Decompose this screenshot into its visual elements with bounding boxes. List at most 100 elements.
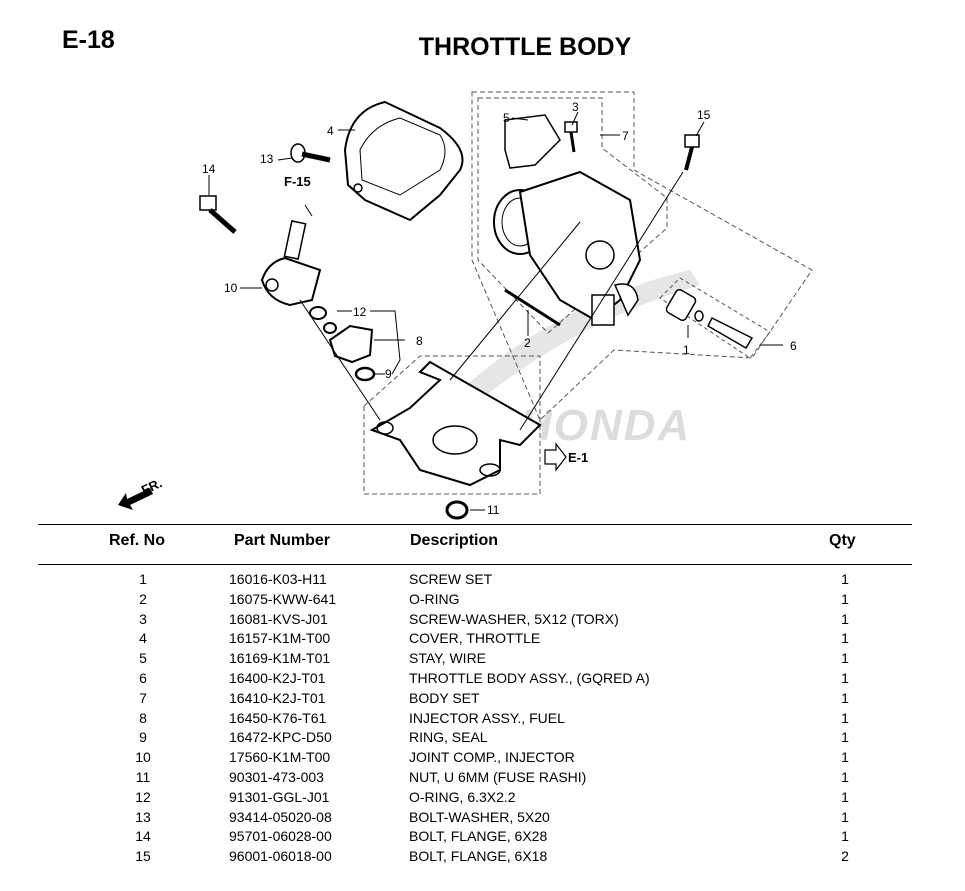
cell-part-number: 93414-05020-08 (229, 808, 332, 825)
assy-outline (471, 91, 813, 421)
cell-qty: 1 (841, 650, 849, 667)
callout-1: 1 (683, 343, 690, 357)
cell-qty: 1 (841, 768, 849, 785)
cell-qty: 1 (841, 808, 849, 825)
cell-qty: 1 (841, 749, 849, 766)
page-code: E-18 (62, 26, 115, 54)
cell-part-number: 17560-K1M-T00 (229, 749, 331, 766)
cell-part-number: 95701-06028-00 (229, 828, 332, 845)
seal-ring (354, 366, 376, 382)
cell-description: INJECTOR ASSY., FUEL (409, 709, 565, 726)
callout-13: 13 (260, 152, 274, 166)
col-header-qty: Qty (829, 532, 856, 549)
cell-description: BOLT, FLANGE, 6X18 (409, 848, 548, 865)
ref-e1: E-1 (568, 450, 588, 465)
insulator (369, 360, 542, 487)
cell-part-number: 16016-K03-H11 (229, 571, 327, 587)
front-arrow-icon (118, 488, 153, 510)
cell-qty: 1 (841, 630, 849, 647)
cell-ref: 7 (139, 689, 147, 706)
watermark-wing (455, 270, 700, 400)
cell-part-number: 16450-K76-T61 (229, 709, 327, 726)
callout-3: 3 (572, 100, 579, 114)
cell-ref: 3 (139, 610, 147, 627)
cell-part-number: 16169-K1M-T01 (229, 650, 331, 667)
cell-ref: 8 (139, 709, 147, 726)
cell-part-number: 16410-K2J-T01 (229, 689, 326, 706)
table-row: 2 16075-KWW-641 O-RING 1 (0, 591, 965, 611)
cell-part-number: 16075-KWW-641 (229, 590, 337, 607)
col-header-part: Part Number (234, 532, 331, 549)
parts-diagram: HONDA (118, 91, 813, 520)
cell-qty: 2 (841, 848, 849, 865)
cell-qty: 1 (841, 669, 849, 686)
callout-14: 14 (202, 162, 216, 176)
cell-ref: 12 (135, 788, 151, 805)
table-row: 4 16157-K1M-T00 COVER, THROTTLE 1 (0, 630, 965, 650)
cell-ref: 5 (139, 650, 147, 667)
callout-10: 10 (224, 281, 238, 295)
table-row: 9 16472-KPC-D50 RING, SEAL 1 (0, 729, 965, 749)
cell-ref: 4 (139, 630, 147, 647)
cell-qty: 1 (841, 590, 849, 607)
callout-5: 5 (503, 111, 510, 125)
cell-description: NUT, U 6MM (FUSE RASHI) (409, 768, 587, 785)
cell-description: COVER, THROTTLE (409, 630, 541, 647)
cell-ref: 13 (135, 808, 151, 825)
cell-description: SCREW SET (409, 571, 493, 587)
nut-11 (445, 500, 469, 520)
callout-4: 4 (327, 124, 334, 138)
cell-part-number: 90301-473-003 (229, 768, 324, 785)
cell-ref: 2 (139, 590, 147, 607)
cell-description: BODY SET (409, 689, 480, 706)
callout-6: 6 (790, 339, 797, 353)
table-header-rule (38, 564, 912, 565)
callout-9: 9 (385, 367, 392, 381)
table-top-rule (38, 524, 912, 525)
callout-11: 11 (487, 503, 500, 517)
callout-12: 12 (353, 305, 367, 319)
cell-qty: 1 (841, 828, 849, 845)
table-row: 7 16410-K2J-T01 BODY SET 1 (0, 690, 965, 710)
cell-description: JOINT COMP., INJECTOR (409, 749, 575, 766)
callout-8: 8 (416, 334, 423, 348)
col-header-ref: Ref. No (109, 532, 165, 549)
callout-2: 2 (524, 336, 531, 350)
cell-description: RING, SEAL (409, 729, 488, 746)
col-header-desc: Description (410, 532, 499, 549)
body-set-outline (477, 97, 668, 334)
callout-7: 7 (622, 129, 629, 143)
cell-qty: 1 (841, 689, 849, 706)
cell-ref: 14 (135, 828, 151, 845)
page-title: THROTTLE BODY (418, 33, 632, 61)
cell-part-number: 16400-K2J-T01 (229, 669, 326, 686)
cell-part-number: 91301-GGL-J01 (229, 788, 330, 805)
cell-ref: 1 (139, 571, 147, 587)
cell-ref: 10 (135, 749, 151, 766)
injector-joint (260, 256, 322, 307)
cell-ref: 11 (135, 768, 151, 785)
o-ring-12-a (309, 306, 327, 320)
screw-set (665, 288, 754, 350)
fuel-injector (328, 324, 374, 364)
cell-part-number: 16472-KPC-D50 (229, 729, 332, 746)
o-ring-12-b (323, 322, 337, 334)
cell-ref: 6 (139, 669, 147, 686)
cell-part-number: 96001-06018-00 (229, 848, 332, 865)
screw-set-outline (659, 277, 771, 359)
cell-description: O-RING (409, 590, 460, 607)
cell-description: THROTTLE BODY ASSY., (GQRED A) (409, 669, 650, 686)
cell-ref: 9 (139, 729, 147, 746)
table-row: 10 17560-K1M-T00 JOINT COMP., INJECTOR 1 (0, 749, 965, 769)
table-row: 11 90301-473-003 NUT, U 6MM (FUSE RASHI) 1 (0, 769, 965, 789)
cell-qty: 1 (841, 788, 849, 805)
cell-description: SCREW-WASHER, 5X12 (TORX) (409, 610, 619, 627)
cell-part-number: 16157-K1M-T00 (229, 630, 331, 647)
cell-qty: 1 (841, 729, 849, 746)
